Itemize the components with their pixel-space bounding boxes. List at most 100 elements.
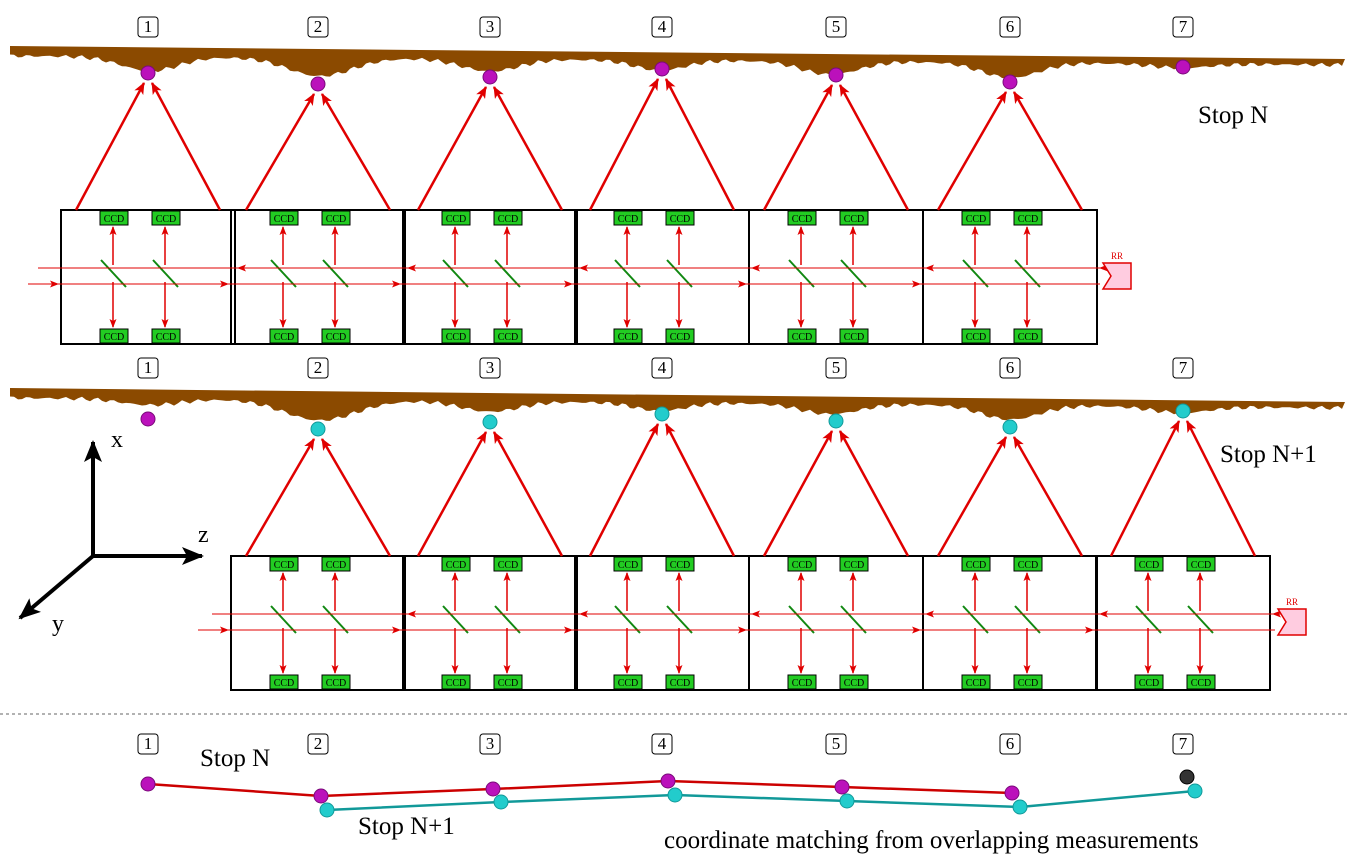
station-number: 5 [832, 358, 841, 377]
ccd-label: CCD [104, 332, 125, 343]
sight-line [1185, 420, 1257, 557]
ccd-label: CCD [792, 678, 813, 689]
ccd-sensor [613, 556, 643, 572]
ccd-label: CCD [670, 560, 691, 571]
ccd-label: CCD [498, 560, 519, 571]
ccd-label: CCD [1191, 678, 1212, 689]
ccd-label: CCD [618, 560, 639, 571]
ccd-sensor [151, 210, 181, 226]
station-number-box [651, 16, 673, 38]
alignment-target [140, 411, 156, 427]
sight-line [320, 93, 392, 211]
sight-line [936, 91, 1008, 211]
unit-frame [748, 209, 924, 345]
matching-stop-n1-label: Stop N+1 [358, 813, 455, 840]
stop-n1-profile-line [326, 789, 1196, 812]
station-number-box [307, 357, 329, 379]
ccd-label: CCD [844, 214, 865, 225]
ccd-label: CCD [844, 678, 865, 689]
ccd-sensor [321, 556, 351, 572]
ccd-sensor [787, 674, 817, 690]
beam-splitter [322, 259, 349, 288]
station-number: 1 [144, 358, 153, 377]
unit-frame [922, 209, 1098, 345]
ccd-label: CCD [1018, 332, 1039, 343]
station-number: 7 [1179, 17, 1188, 36]
ccd-label: CCD [1018, 214, 1039, 225]
ccd-sensor [493, 328, 523, 344]
alignment-target [1175, 403, 1191, 419]
ccd-label: CCD [446, 214, 467, 225]
ccd-sensor [493, 210, 523, 226]
station-number-box [651, 357, 673, 379]
sight-line [588, 423, 660, 557]
ccd-sensor [441, 328, 471, 344]
y-axis-label: y [52, 611, 64, 637]
unit-frame [748, 555, 924, 691]
unit-frame [60, 209, 236, 345]
sight-line [838, 430, 910, 557]
alignment-target [310, 421, 326, 437]
ccd-label: CCD [618, 332, 639, 343]
station-number: 7 [1179, 734, 1188, 753]
sight-line [762, 84, 834, 211]
beam-splitter [494, 259, 521, 288]
station-number-box [1172, 733, 1194, 755]
station-number-box [999, 16, 1021, 38]
station-number-box [825, 357, 847, 379]
sight-line [416, 86, 488, 211]
z-axis-label: z [198, 522, 209, 548]
alignment-target [828, 67, 844, 83]
alignment-target [667, 787, 683, 803]
beam-splitter [322, 605, 349, 634]
ccd-label: CCD [156, 214, 177, 225]
sight-line [320, 438, 392, 557]
station-number-box [479, 16, 501, 38]
alignment-target [839, 793, 855, 809]
rail-surface [10, 388, 1345, 421]
ccd-sensor [493, 556, 523, 572]
ccd-label: CCD [966, 332, 987, 343]
unit-frame [1095, 555, 1271, 691]
station-number: 1 [144, 17, 153, 36]
alignment-target [1004, 785, 1020, 801]
ccd-sensor [1013, 210, 1043, 226]
station-number: 2 [314, 358, 323, 377]
sight-line [416, 431, 488, 557]
ccd-sensor [99, 210, 129, 226]
station-number-box [137, 733, 159, 755]
ccd-label: CCD [844, 560, 865, 571]
ccd-label: CCD [792, 214, 813, 225]
ccd-label: CCD [792, 560, 813, 571]
alignment-target [319, 802, 335, 818]
sight-line [664, 423, 736, 557]
station-number: 5 [832, 17, 841, 36]
sight-line [74, 82, 146, 211]
alignment-target [654, 61, 670, 77]
alignment-target [1002, 74, 1018, 90]
beam-splitter [152, 259, 179, 288]
station-number: 4 [658, 734, 667, 753]
alignment-target [485, 781, 501, 797]
sight-line [150, 82, 222, 211]
unit-frame [574, 209, 750, 345]
beam-splitter [270, 605, 297, 634]
ccd-label: CCD [104, 214, 125, 225]
ccd-sensor [839, 210, 869, 226]
station-number: 4 [658, 17, 667, 36]
beam-splitter [270, 259, 297, 288]
station-number-box [999, 733, 1021, 755]
ccd-label: CCD [326, 214, 347, 225]
ccd-label: CCD [618, 678, 639, 689]
sight-line [244, 93, 316, 211]
y-axis-arrow [18, 554, 95, 620]
station-number: 5 [832, 734, 841, 753]
retro-reflector [1101, 262, 1132, 290]
